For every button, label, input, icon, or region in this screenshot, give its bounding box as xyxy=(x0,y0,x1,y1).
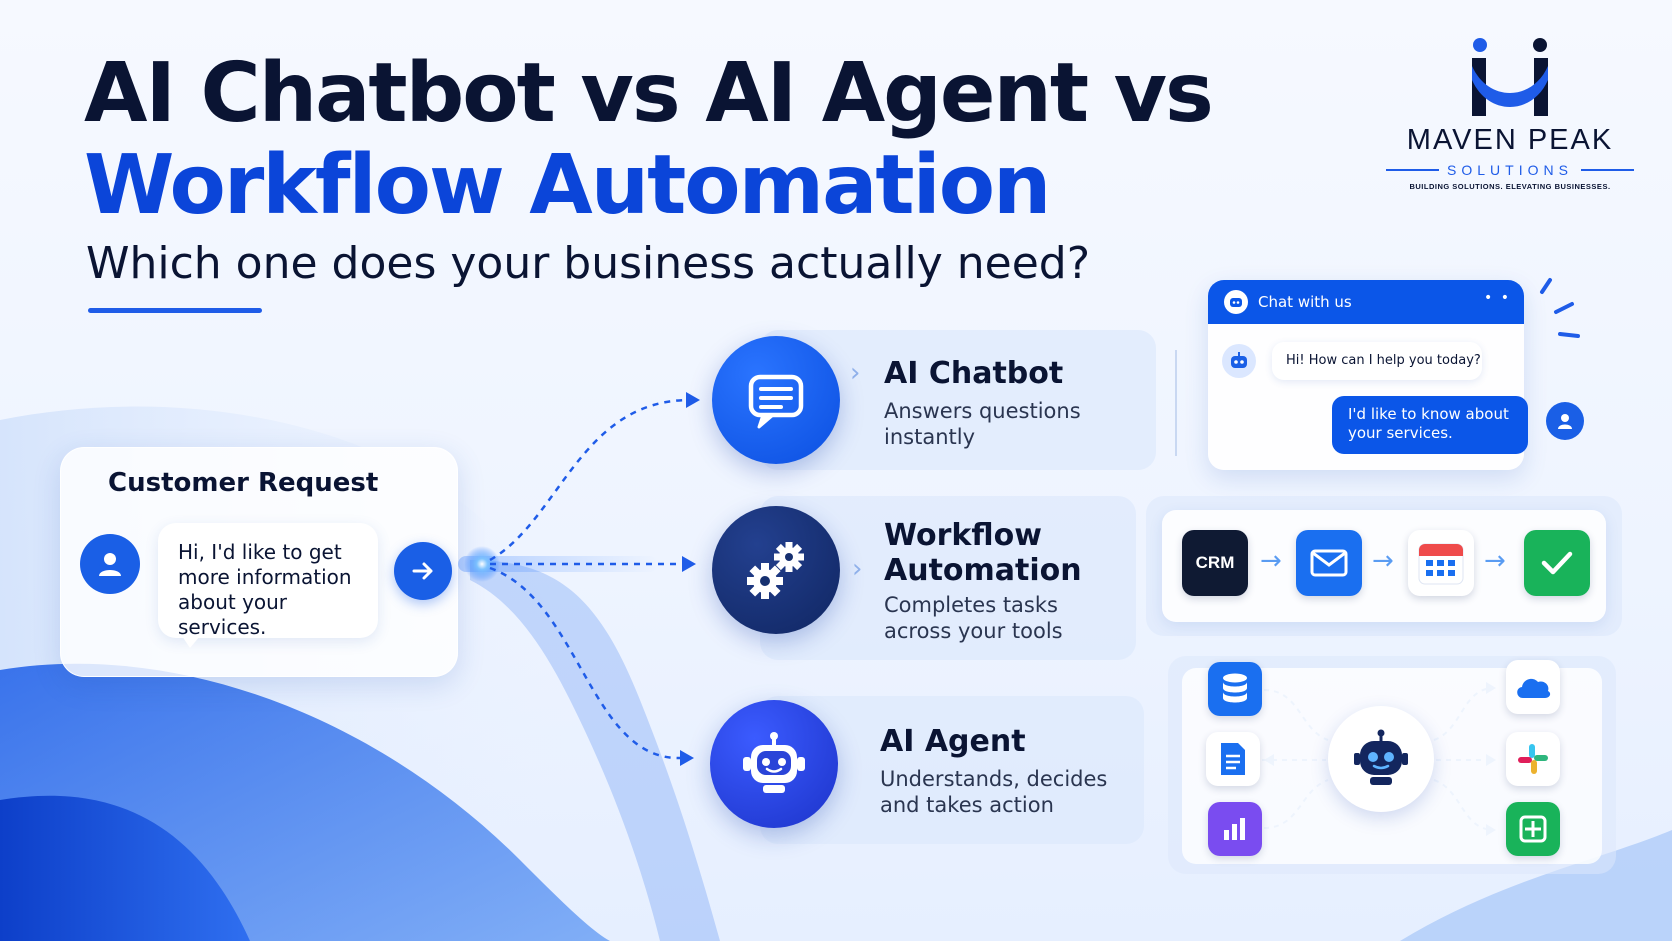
email-icon xyxy=(1296,530,1362,596)
logo-line-right xyxy=(1580,169,1634,171)
app-icon xyxy=(1506,802,1560,856)
agent-title: AI Agent xyxy=(880,724,1026,759)
chatbot-desc: Answers questions instantly xyxy=(884,399,1081,449)
database-icon xyxy=(1208,662,1262,716)
user-message-bubble xyxy=(1332,396,1528,454)
flow-arrow-icon: → xyxy=(1260,546,1282,576)
logo-name: MAVEN PEAK xyxy=(1406,124,1614,156)
headline-underline xyxy=(88,308,262,313)
slack-icon xyxy=(1506,732,1560,786)
arrow-right-icon xyxy=(412,562,433,580)
cloud-icon xyxy=(1506,660,1560,714)
chat-header-title: Chat with us xyxy=(1258,293,1352,311)
customer-request-title: Customer Request xyxy=(108,468,379,498)
document-icon xyxy=(1206,732,1260,786)
send-arrow-button[interactable] xyxy=(394,542,452,600)
customer-message-text: Hi, I'd like to get more information abo… xyxy=(178,540,352,639)
analytics-icon xyxy=(1208,802,1262,856)
bot-message-text: Hi! How can I help you today? xyxy=(1286,353,1481,368)
calendar-icon xyxy=(1408,530,1474,596)
agent-desc: Understands, decides and takes action xyxy=(880,767,1108,817)
headline-line-2: Workflow Automation xyxy=(84,138,1051,233)
bot-message-bubble xyxy=(1272,342,1482,380)
flow-arrow-icon: → xyxy=(1372,546,1394,576)
flow-arrow-icon: → xyxy=(1484,546,1506,576)
chat-user-avatar-icon xyxy=(1546,402,1584,440)
logo-line-left xyxy=(1386,169,1440,171)
chevron-right-icon: › xyxy=(852,554,863,584)
logo-sub: SOLUTIONS xyxy=(1447,162,1573,178)
chat-bot-head-icon xyxy=(1224,290,1248,314)
gears-icon xyxy=(712,506,840,634)
more-options-icon[interactable]: • • xyxy=(1484,290,1511,306)
maven-peak-logo-icon xyxy=(1472,38,1548,116)
workflow-desc: Completes tasks across your tools xyxy=(884,593,1063,643)
customer-message-bubble xyxy=(158,523,378,648)
headline-line-1: AI Chatbot vs AI Agent vs xyxy=(84,46,1214,141)
logo-tagline: BUILDING SOLUTIONS. ELEVATING BUSINESSES… xyxy=(1409,182,1611,191)
chatbot-title: AI Chatbot xyxy=(884,356,1064,391)
agent-hub-robot-icon xyxy=(1328,706,1434,812)
logo-sub-row: SOLUTIONS xyxy=(1386,160,1634,180)
headline-subtitle: Which one does your business actually ne… xyxy=(86,238,1091,289)
user-message-text: I'd like to know about your services. xyxy=(1348,405,1509,442)
robot-icon xyxy=(710,700,838,828)
chat-bot-avatar-icon xyxy=(1222,344,1256,378)
chevron-right-icon: › xyxy=(850,358,861,388)
check-icon xyxy=(1524,530,1590,596)
crm-icon: CRM xyxy=(1182,530,1248,596)
chat-bubble-icon xyxy=(712,336,840,464)
workflow-title: Workflow Automation xyxy=(884,518,1082,588)
chat-widget-header xyxy=(1208,280,1524,324)
customer-avatar-icon xyxy=(80,534,140,594)
